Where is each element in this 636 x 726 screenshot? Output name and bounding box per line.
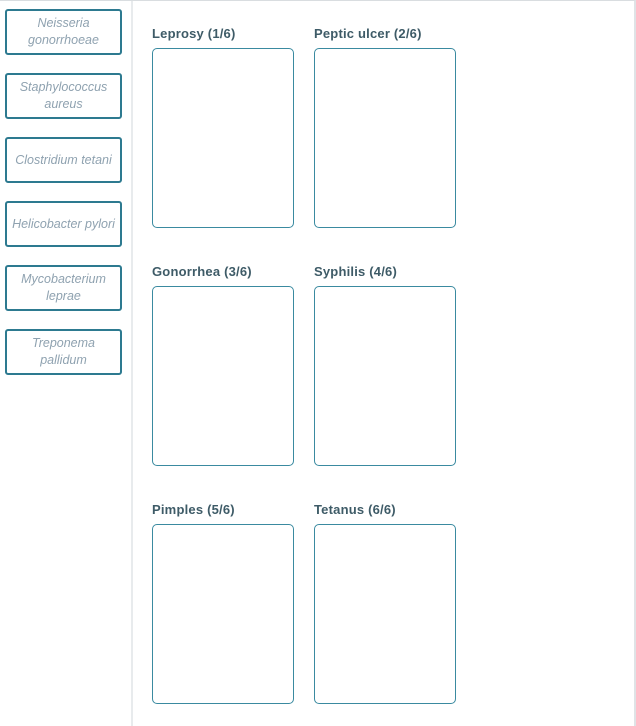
- dropzone-tetanus[interactable]: [314, 524, 456, 704]
- dropzone-area: Leprosy (1/6) Peptic ulcer (2/6) Gonorrh…: [152, 26, 456, 704]
- term-label: Clostridium tetani: [15, 152, 112, 167]
- term-label: Neisseria gonorrhoeae: [28, 16, 99, 47]
- zone-pimples: Pimples (5/6): [152, 502, 294, 704]
- draggable-term-neisseria-gonorrhoeae[interactable]: Neisseria gonorrhoeae: [5, 9, 122, 55]
- draggable-term-treponema-pallidum[interactable]: Treponema pallidum: [5, 329, 122, 375]
- draggable-term-mycobacterium-leprae[interactable]: Mycobacterium leprae: [5, 265, 122, 311]
- dropzone-pimples[interactable]: [152, 524, 294, 704]
- zone-label-peptic-ulcer: Peptic ulcer (2/6): [314, 26, 422, 41]
- zone-label-leprosy: Leprosy (1/6): [152, 26, 236, 41]
- zone-label-pimples: Pimples (5/6): [152, 502, 235, 517]
- term-label: Staphylococcus aureus: [19, 80, 108, 111]
- sidebar-divider: [131, 1, 133, 726]
- draggable-term-staphylococcus-aureus[interactable]: Staphylococcus aureus: [5, 73, 122, 119]
- term-label: Treponema pallidum: [32, 336, 95, 367]
- zone-peptic-ulcer: Peptic ulcer (2/6): [314, 26, 456, 228]
- answer-bank: Neisseria gonorrhoeae Staphylococcus aur…: [5, 9, 122, 393]
- zone-label-gonorrhea: Gonorrhea (3/6): [152, 264, 252, 279]
- dropzone-syphilis[interactable]: [314, 286, 456, 466]
- draggable-term-helicobacter-pylori[interactable]: Helicobacter pylori: [5, 201, 122, 247]
- zone-gonorrhea: Gonorrhea (3/6): [152, 264, 294, 466]
- term-label: Helicobacter pylori: [12, 216, 115, 231]
- zone-leprosy: Leprosy (1/6): [152, 26, 294, 228]
- zone-label-syphilis: Syphilis (4/6): [314, 264, 397, 279]
- dropzone-leprosy[interactable]: [152, 48, 294, 228]
- zone-label-tetanus: Tetanus (6/6): [314, 502, 396, 517]
- dropzone-peptic-ulcer[interactable]: [314, 48, 456, 228]
- term-label: Mycobacterium leprae: [21, 272, 106, 303]
- dropzone-gonorrhea[interactable]: [152, 286, 294, 466]
- zone-tetanus: Tetanus (6/6): [314, 502, 456, 704]
- zone-syphilis: Syphilis (4/6): [314, 264, 456, 466]
- dropzone-grid: Leprosy (1/6) Peptic ulcer (2/6) Gonorrh…: [152, 26, 456, 704]
- draggable-term-clostridium-tetani[interactable]: Clostridium tetani: [5, 137, 122, 183]
